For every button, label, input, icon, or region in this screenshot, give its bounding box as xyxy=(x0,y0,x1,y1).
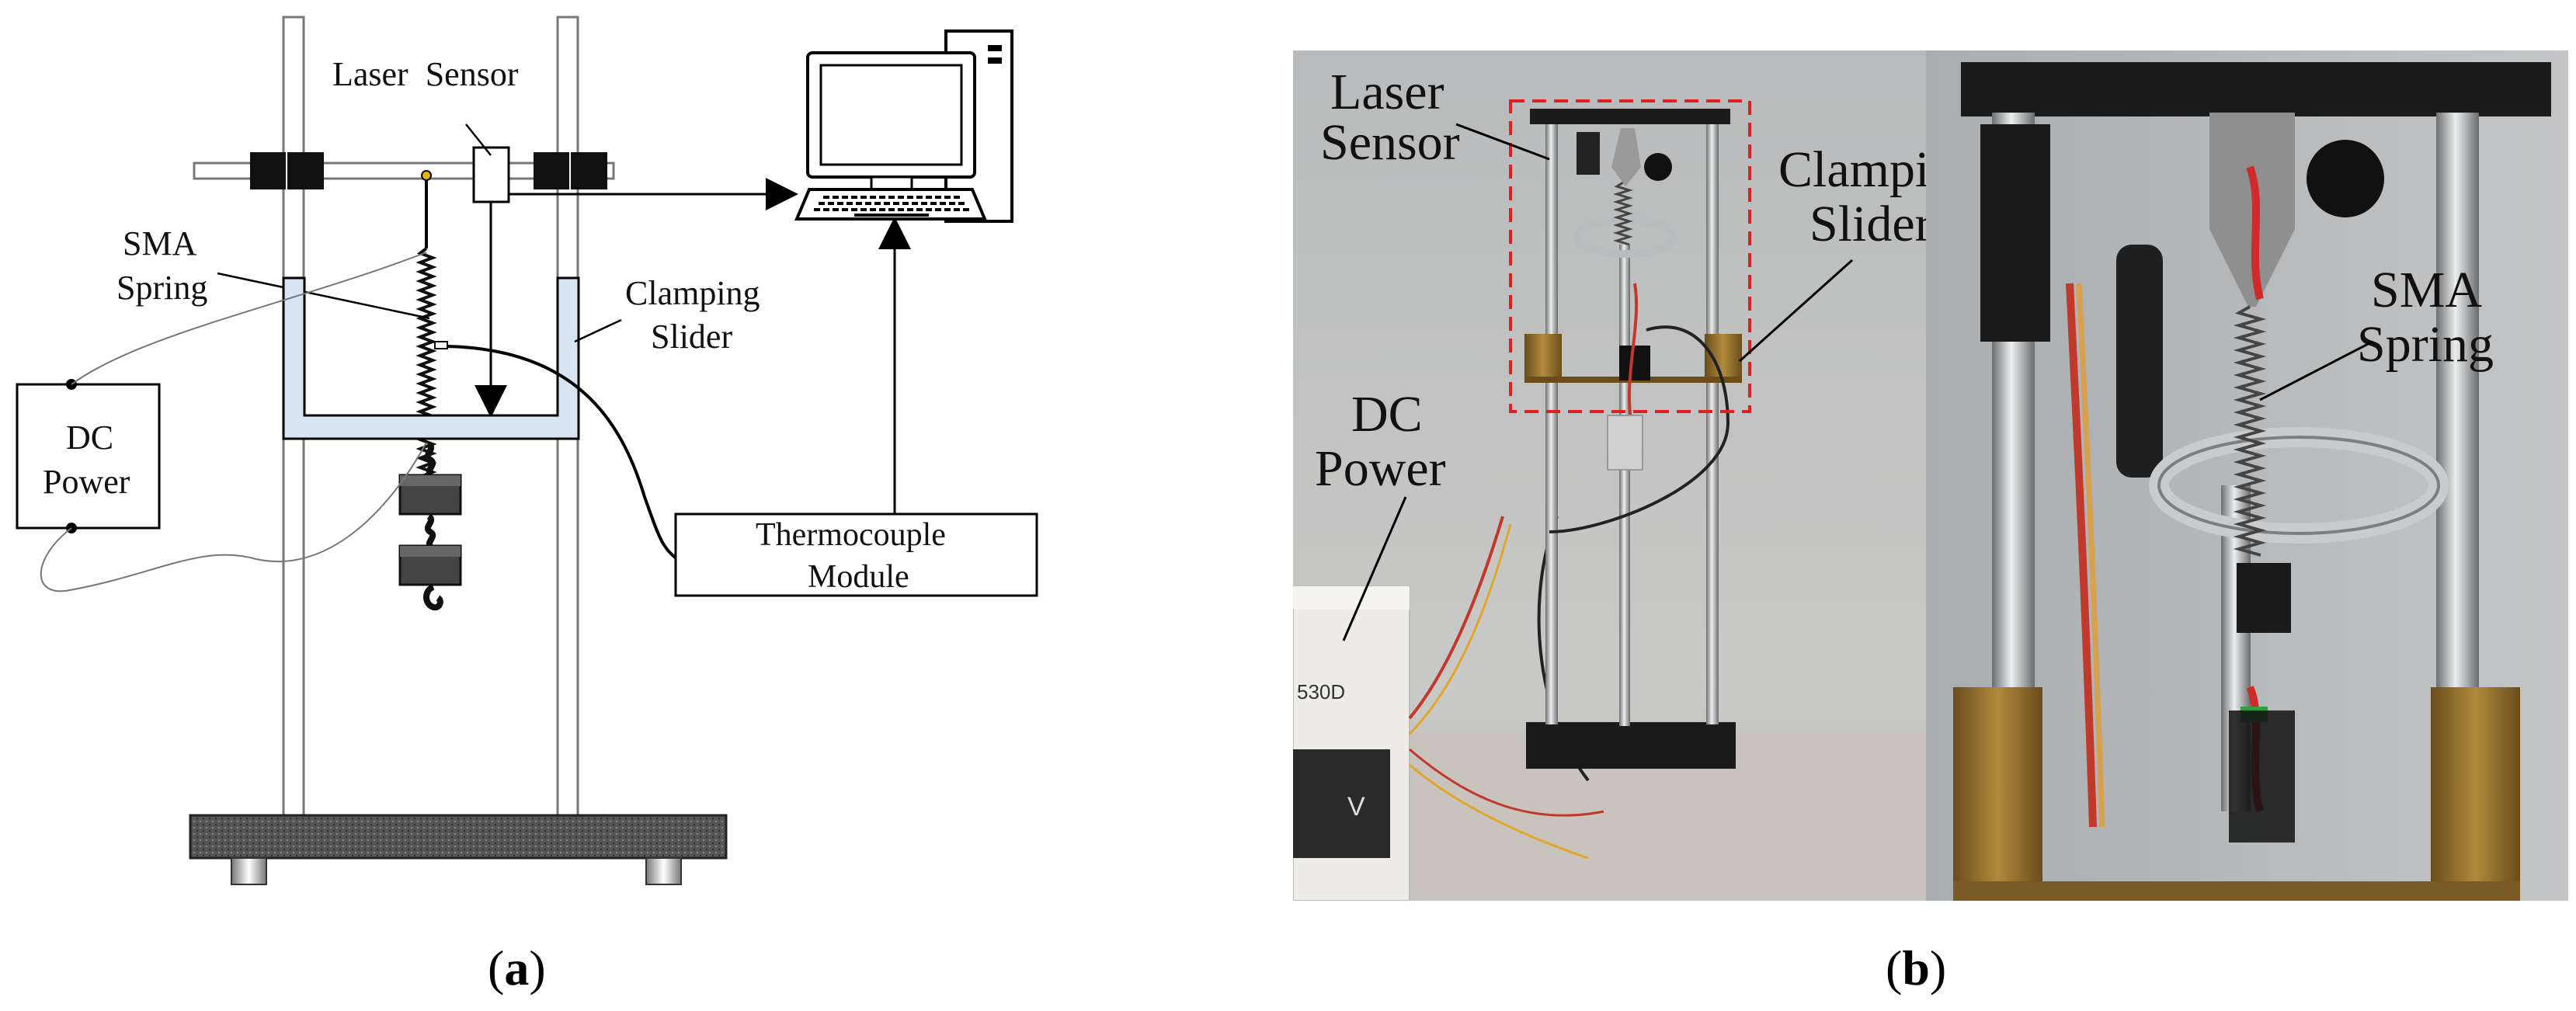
photo-clamp-label-1: Clamping xyxy=(1778,141,1980,198)
photo-clamp-label-2: Slider xyxy=(1809,196,1932,252)
thermocouple-module-box xyxy=(674,512,1038,597)
computer-icon xyxy=(794,30,1013,223)
schematic-panel: Laser Sensor SMA Spring Clamping Slider … xyxy=(16,16,1038,885)
dc-power-label-2: Power xyxy=(43,463,130,501)
sma-spring-label-1: SMA xyxy=(123,224,197,262)
base-foot-left xyxy=(231,857,267,885)
thermocouple-label-2: Module xyxy=(808,559,909,595)
photo-panel: 530D V Laser Sensor Clamping xyxy=(1293,50,2568,901)
sma-spring xyxy=(415,247,437,491)
clamping-slider-label-2: Slider xyxy=(651,318,732,356)
laser-sensor-label: Laser Sensor xyxy=(332,55,519,93)
power-wire-bottom xyxy=(40,442,427,592)
photo-closeup: SMA Spring xyxy=(1926,50,2568,901)
sma-spring-label-2: Spring xyxy=(116,269,207,307)
dc-power-box xyxy=(16,383,161,530)
clamping-slider xyxy=(282,276,580,440)
device-meter-text: V xyxy=(1347,792,1365,822)
photo-laser-label-2: Sensor xyxy=(1320,114,1460,171)
caption-b: (b) xyxy=(1886,940,1947,995)
photo-sma-label-2: Spring xyxy=(2357,316,2494,373)
caption-a: (a) xyxy=(488,940,546,995)
base-foot-right xyxy=(645,857,682,885)
thermocouple-label-1: Thermocouple xyxy=(756,517,946,553)
power-wire-top xyxy=(71,252,427,385)
dc-power-label-1: DC xyxy=(66,419,113,457)
device-model-text: 530D xyxy=(1297,680,1345,704)
clamping-slider-label-1: Clamping xyxy=(625,274,760,312)
photo-dc-label-2: Power xyxy=(1315,440,1446,497)
highlight-box xyxy=(1509,99,1751,413)
photo-sma-label-1: SMA xyxy=(2371,262,2482,318)
thermocouple-cable xyxy=(447,345,679,561)
photo-overview: 530D V Laser Sensor Clamping xyxy=(1293,50,1980,901)
base-plate xyxy=(189,814,728,860)
device-display xyxy=(1293,749,1390,858)
photo-laser-label-1: Laser xyxy=(1330,64,1444,120)
laser-sensor-box xyxy=(472,146,510,203)
photo-dc-label-1: DC xyxy=(1351,386,1423,443)
